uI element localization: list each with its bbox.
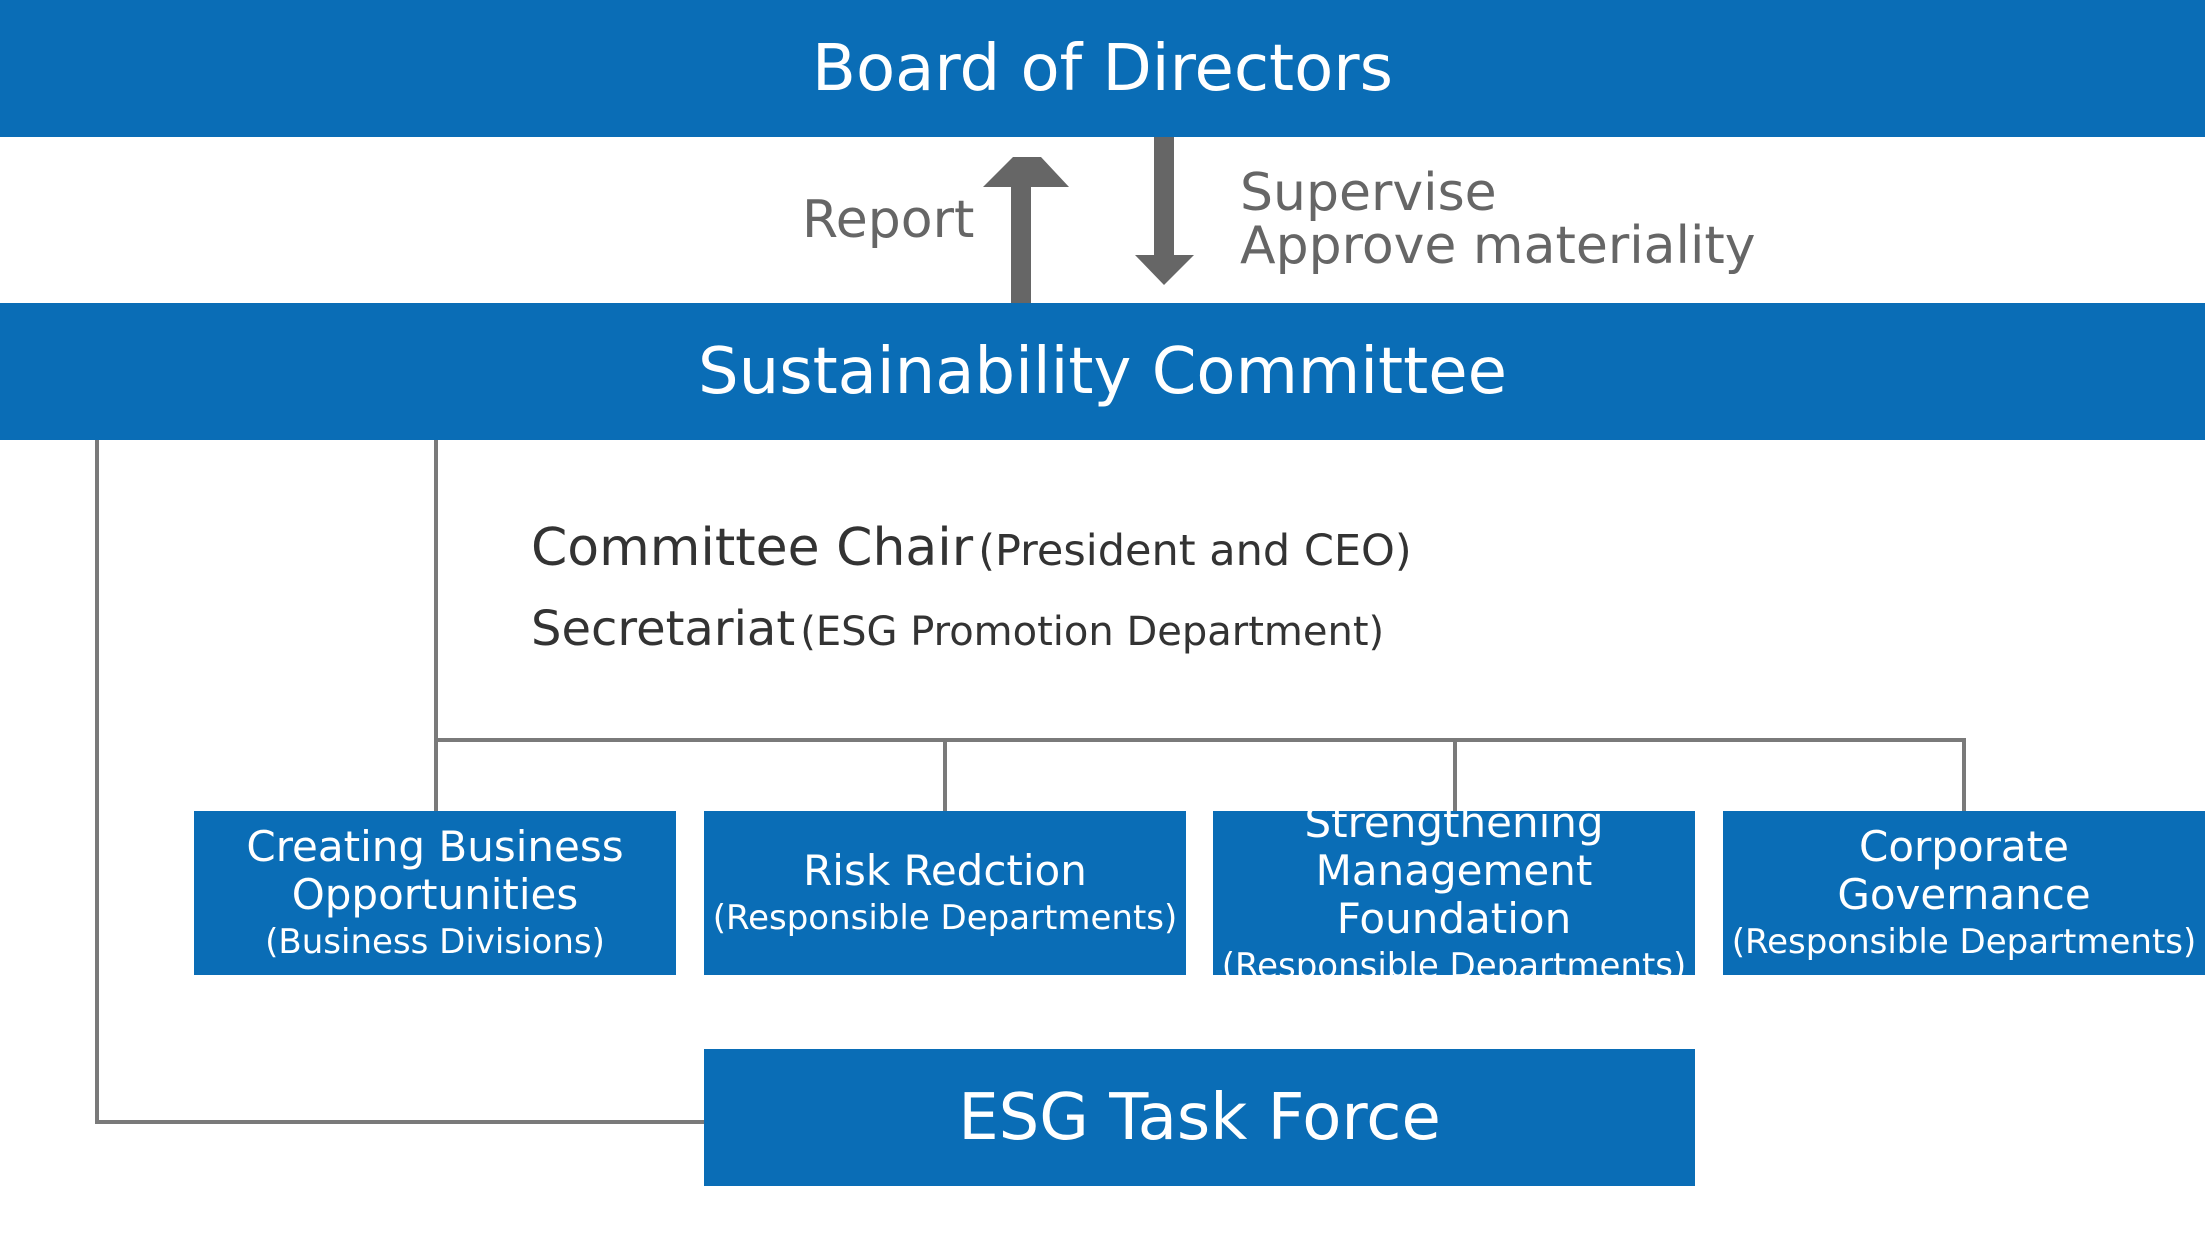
subgroup-line1: Creating Business xyxy=(246,822,624,871)
supervise-arrow-down xyxy=(1135,137,1194,285)
secretariat: Secretariat (ESG Promotion Department) xyxy=(531,601,1384,657)
secretariat-role: Secretariat xyxy=(531,601,796,657)
subgroup-creating-business-opportunities: Creating Business Opportunities (Busines… xyxy=(194,811,676,975)
subgroup-risk-reduction: Risk Redction (Responsible Departments) xyxy=(704,811,1186,975)
chair-role: Committee Chair xyxy=(531,518,974,578)
taskforce-title: ESG Task Force xyxy=(958,1080,1441,1155)
approve-materiality-label: Approve materiality xyxy=(1240,216,1756,276)
subgroup-line2: Management Foundation xyxy=(1315,846,1593,943)
secretariat-detail: (ESG Promotion Department) xyxy=(800,609,1385,655)
subgroup-sub: (Responsible Departments) xyxy=(712,898,1178,938)
connector-horizontal xyxy=(434,738,1966,742)
subgroup-strengthening-management-foundation: Strengthening Management Foundation (Res… xyxy=(1213,799,1695,986)
subgroup-sub: (Responsible Departments) xyxy=(1731,922,2197,962)
subgroup-corporate-governance: Corporate Governance (Responsible Depart… xyxy=(1723,811,2205,975)
esg-task-force-box: ESG Task Force xyxy=(704,1049,1695,1186)
subgroup-line2: Governance xyxy=(1837,870,2091,919)
board-of-directors-box: Board of Directors xyxy=(0,0,2205,137)
report-label: Report xyxy=(802,190,975,250)
connector-drop-4 xyxy=(1962,738,1966,811)
report-arrow-up xyxy=(983,157,1069,303)
subgroup-line2: Opportunities xyxy=(291,870,579,919)
chair-detail: (President and CEO) xyxy=(978,526,1412,576)
connector-left-bottom xyxy=(95,1120,704,1124)
board-title: Board of Directors xyxy=(812,31,1393,106)
connector-left-vertical xyxy=(95,440,99,1124)
subgroup-line1: Strengthening xyxy=(1304,798,1604,847)
supervise-label: Supervise xyxy=(1240,163,1497,223)
connector-drop-2 xyxy=(943,738,947,811)
subgroup-sub: (Responsible Departments) xyxy=(1221,946,1687,986)
committee-chair: Committee Chair (President and CEO) xyxy=(531,518,1412,578)
connector-committee-vertical xyxy=(434,440,438,811)
committee-title: Sustainability Committee xyxy=(698,334,1507,409)
connector-drop-3 xyxy=(1453,738,1457,811)
subgroup-line1: Risk Redction xyxy=(803,846,1087,895)
subgroup-sub: (Business Divisions) xyxy=(265,922,605,962)
sustainability-committee-box: Sustainability Committee xyxy=(0,303,2205,440)
subgroup-line1: Corporate xyxy=(1859,822,2069,871)
